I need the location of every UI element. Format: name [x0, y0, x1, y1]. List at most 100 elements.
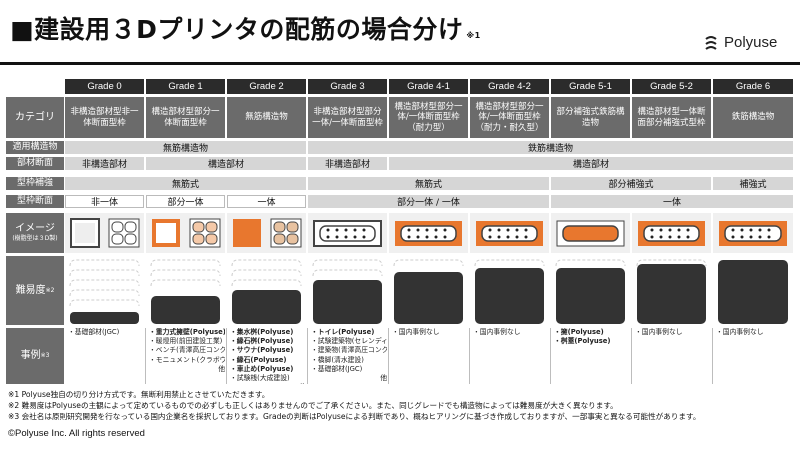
category-cell: 鉄筋構造物: [713, 97, 793, 138]
image-label-main: イメージ: [15, 223, 55, 235]
difficulty-grade5-2: [632, 256, 711, 325]
column-divider: [388, 328, 389, 384]
column-divider: [469, 328, 470, 384]
section-bar: 一体: [227, 195, 306, 208]
difficulty-grade1: [146, 256, 225, 325]
row-label-section: 型枠断面: [6, 195, 64, 208]
grade-header: Grade 2: [227, 79, 306, 94]
row-label-difficulty: 難易度※2: [6, 256, 64, 325]
example-item: ・試験建築物(セレンディクス): [311, 337, 387, 346]
difficulty-stack: [69, 259, 140, 324]
difficulty-stack: [150, 259, 221, 324]
example-item: ・ベンチ(青澤高圧コンクリート,清水建設他): [149, 346, 225, 355]
copyright: ©Polyuse Inc. All rights reserved: [8, 428, 145, 439]
difficulty-grade5-1: [551, 256, 630, 325]
difficulty-grade4-1: [389, 256, 468, 325]
member-bar: 非構造部材: [308, 157, 387, 170]
section-diagram: [638, 221, 705, 246]
grade-header: Grade 5-1: [551, 79, 630, 94]
example-item: ・縁石桝(Polyuse): [230, 337, 294, 346]
example-item: ・擁(Polyuse): [554, 328, 604, 336]
formwork-bar: 補強式: [713, 177, 793, 190]
difficulty-stack: [474, 259, 545, 324]
difficulty-note: ※2: [45, 286, 55, 294]
grade-header: Grade 1: [146, 79, 225, 94]
section-image-grade4-2: [470, 213, 549, 253]
section-diagram: [719, 221, 787, 246]
example-item: ・橋脚(清水建設): [311, 355, 364, 364]
image-label-sub: (樹脂型は３D製): [12, 235, 58, 243]
section-bar: 非一体: [65, 195, 144, 208]
title-note: ※1: [466, 31, 481, 40]
example-item: ・国内事例なし: [635, 328, 683, 336]
example-item: 他: [380, 373, 387, 382]
formwork-bar: 部分補強式: [551, 177, 711, 190]
section-image-grade0: [65, 213, 144, 253]
examples-label: 事例: [20, 350, 41, 361]
category-cell: 構造部材型一体断面部分補強式型枠: [632, 97, 711, 138]
difficulty-grade2: [227, 256, 306, 325]
page-title: ■建設用３Dプリンタの配筋の場合分け※1: [10, 15, 481, 44]
column-divider: [226, 328, 227, 384]
section-image-grade1: [146, 213, 225, 253]
difficulty-grade3: [308, 256, 387, 325]
applicable-bar: 鉄筋構造物: [308, 141, 793, 154]
section-diagram: [313, 220, 382, 247]
section-image-grade5-2: [632, 213, 711, 253]
member-bar: 構造部材: [146, 157, 306, 170]
section-diagram: [233, 218, 302, 248]
examples-grade5-2: ・国内事例なし: [635, 328, 711, 384]
example-item: ・国内事例なし: [392, 328, 440, 336]
category-cell: 構造部材型部分一体/一体断面型枠（耐力型）: [389, 97, 468, 138]
example-item: ・モニュメント(クラボウ): [149, 355, 225, 364]
examples-grade4-2: ・国内事例なし: [473, 328, 549, 384]
row-label-applicable: 適用構造物: [6, 141, 64, 154]
example-item: 他: [230, 383, 306, 384]
category-cell: 非構造部材型部分一体/一体断面型枠: [308, 97, 387, 138]
example-item: ・重力式擁壁(Polyuse): [149, 328, 225, 336]
column-divider: [712, 328, 713, 384]
row-label-member: 部材断面: [6, 157, 64, 170]
difficulty-stack: [555, 259, 626, 324]
difficulty-stack: [312, 259, 383, 324]
example-item: 他: [218, 364, 225, 373]
column-divider: [631, 328, 632, 384]
example-item: ・集水桝(Polyuse): [230, 328, 294, 336]
difficulty-grade4-2: [470, 256, 549, 325]
category-cell: 構造部材型部分一体/一体断面型枠（耐力・耐久型）: [470, 97, 549, 138]
example-item: ・国内事例なし: [716, 328, 764, 336]
example-item: ・試験桟(大成建設): [230, 373, 290, 382]
example-item: ・車止め(Polyuse): [230, 364, 294, 373]
row-label-examples: 事例※3: [6, 328, 64, 384]
row-label-image: イメージ (樹脂型は３D製): [6, 213, 64, 253]
difficulty-grade6: [713, 256, 793, 325]
section-image-grade5-1: [551, 213, 630, 253]
polyuse-logo-icon: [705, 35, 717, 50]
category-cell: 部分補強式鉄筋構造物: [551, 97, 630, 138]
difficulty-stack: [231, 259, 302, 324]
section-image-grade2: [227, 213, 306, 253]
examples-note: ※3: [40, 352, 50, 360]
member-bar: 非構造部材: [65, 157, 144, 170]
header-rule: [0, 62, 800, 65]
section-diagram: [556, 220, 625, 247]
section-bar: 一体: [551, 195, 793, 208]
footnote-3: ※3 会社名は原則研究開発を行なっている国内企業名を採択しております。Grade…: [8, 412, 701, 421]
column-divider: [550, 328, 551, 384]
section-diagram: [152, 218, 221, 248]
column-divider: [307, 328, 308, 384]
column-divider: [145, 328, 146, 384]
examples-grade1: ・重力式擁壁(Polyuse)・暖燈用(前田建設工業)・ベンチ(青澤高圧コンクリ…: [149, 328, 225, 384]
formwork-bar: 無筋式: [308, 177, 549, 190]
example-item: ・国内事例なし: [473, 328, 521, 336]
row-label-formwork: 型枠補強: [6, 177, 64, 190]
grade-header: Grade 4-2: [470, 79, 549, 94]
section-image-grade4-1: [389, 213, 468, 253]
footnote-1: ※1 Polyuse独自の切り分け方式です。無断利用禁止とさせていただきます。: [8, 390, 270, 399]
difficulty-label: 難易度: [15, 284, 46, 296]
grade-header: Grade 5-2: [632, 79, 711, 94]
example-item: ・縁石(Polyuse): [230, 355, 287, 364]
section-bar: 部分一体: [146, 195, 225, 208]
category-cell: 構造部材型部分一体断面型枠: [146, 97, 225, 138]
grade-header: Grade 0: [65, 79, 144, 94]
